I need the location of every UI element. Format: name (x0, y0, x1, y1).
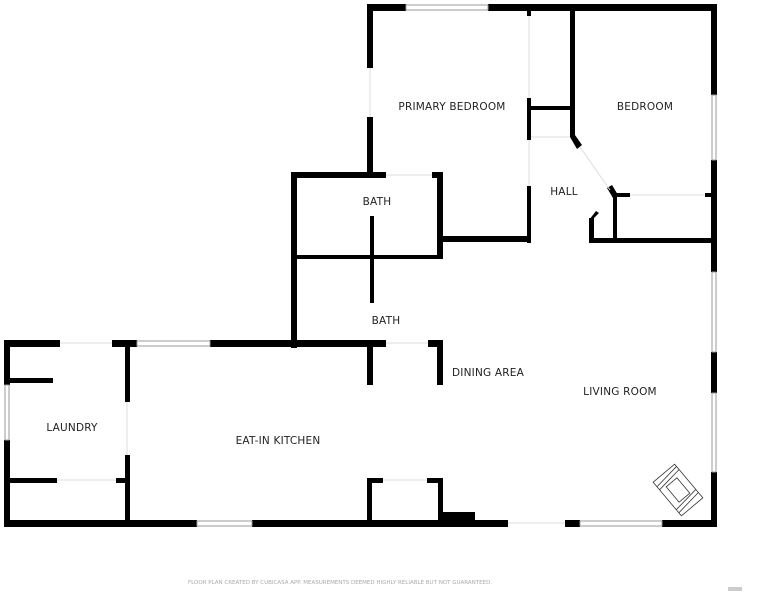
room-label-hall: HALL (550, 186, 578, 198)
walls (4, 4, 717, 527)
fireplace-icon (652, 463, 704, 517)
room-label-dining-area: DINING AREA (452, 367, 524, 379)
room-label-primary-bedroom: PRIMARY BEDROOM (398, 101, 506, 113)
brand-logo (728, 578, 768, 594)
room-label-bath-lower: BATH (371, 315, 401, 327)
room-label-living-room: LIVING ROOM (583, 386, 657, 398)
room-label-eat-in-kitchen: EAT-IN KITCHEN (235, 435, 321, 447)
windows (4, 4, 717, 527)
room-label-bedroom: BEDROOM (616, 101, 674, 113)
door-openings (57, 16, 705, 524)
room-label-laundry: LAUNDRY (46, 422, 98, 434)
room-label-bath-upper: BATH (362, 196, 392, 208)
footer-disclaimer: FLOOR PLAN CREATED BY CUBICASA APP. MEAS… (188, 580, 493, 586)
